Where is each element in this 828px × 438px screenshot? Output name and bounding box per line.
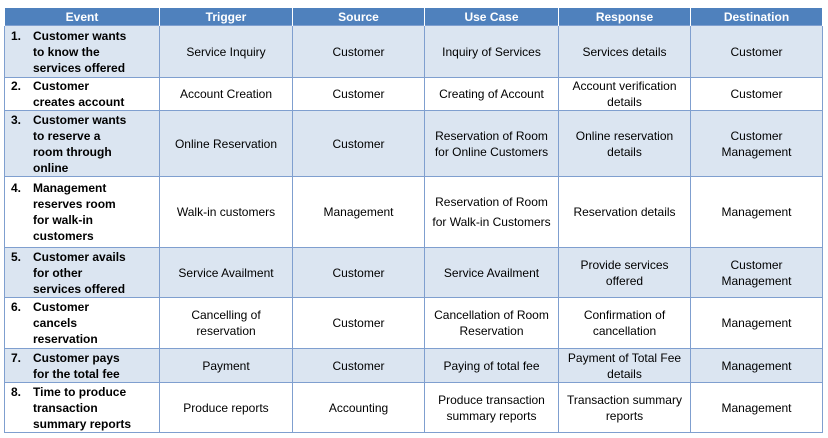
- table-row: 7. Customer pays for the total fee Paymen…: [4, 348, 823, 383]
- use-case-cell: Inquiry of Services: [424, 25, 559, 78]
- event-cell: 4. Management reserves room for walk-in c…: [4, 176, 160, 248]
- trigger-cell: Produce reports: [159, 382, 293, 433]
- header-trigger: Trigger: [159, 8, 293, 26]
- response-cell: Transaction summary reports: [558, 382, 691, 433]
- source-cell: Management: [292, 176, 425, 248]
- header-destination: Destination: [690, 8, 823, 26]
- trigger-cell: Payment: [159, 348, 293, 383]
- event-text: Customer wants to reserve a room through…: [33, 112, 127, 175]
- event-cell: 2. Customer creates account: [4, 77, 160, 111]
- destination-cell: Customer: [690, 77, 823, 111]
- row-number: 3.: [11, 112, 22, 127]
- source-cell: Customer: [292, 247, 425, 298]
- event-cell: 1. Customer wants to know the services of…: [4, 25, 160, 78]
- destination-cell: Management: [690, 176, 823, 248]
- event-text: Time to produce transaction summary repo…: [33, 384, 132, 431]
- table-row: 6. Customer cancels reservation Cancellin…: [4, 297, 823, 349]
- trigger-cell: Online Reservation: [159, 110, 293, 177]
- header-source: Source: [292, 8, 425, 26]
- event-text: Customer wants to know the services offe…: [33, 28, 127, 75]
- table-row: 3. Customer wants to reserve a room throu…: [4, 110, 823, 177]
- event-cell: 6. Customer cancels reservation: [4, 297, 160, 349]
- header-row: Event Trigger Source Use Case Response D…: [4, 8, 823, 26]
- row-number: 1.: [11, 28, 22, 43]
- event-cell: 3. Customer wants to reserve a room throu…: [4, 110, 160, 177]
- event-text: Customer creates account: [33, 79, 125, 109]
- event-text: Customer pays for the total fee: [33, 350, 120, 381]
- destination-cell: Customer Management: [690, 110, 823, 177]
- source-cell: Customer: [292, 110, 425, 177]
- trigger-cell: Cancelling of reservation: [159, 297, 293, 349]
- source-cell: Customer: [292, 25, 425, 78]
- header-response: Response: [558, 8, 691, 26]
- event-text: Customer avails for other services offer…: [33, 249, 126, 296]
- event-cell: 8. Time to produce transaction summary re…: [4, 382, 160, 433]
- use-case-cell: Reservation of Room for Online Customers: [424, 110, 559, 177]
- row-number: 2.: [11, 79, 22, 93]
- response-cell: Payment of Total Fee details: [558, 348, 691, 383]
- destination-cell: Management: [690, 348, 823, 383]
- destination-cell: Management: [690, 297, 823, 349]
- use-case-cell: Paying of total fee: [424, 348, 559, 383]
- table-row: 8. Time to produce transaction summary re…: [4, 382, 823, 433]
- destination-cell: Customer Management: [690, 247, 823, 298]
- response-cell: Account verification details: [558, 77, 691, 111]
- row-number: 5.: [11, 249, 22, 264]
- use-case-cell: Reservation of Room for Walk-in Customer…: [424, 176, 559, 248]
- response-cell: Provide services offered: [558, 247, 691, 298]
- event-cell: 7. Customer pays for the total fee: [4, 348, 160, 383]
- trigger-cell: Service Inquiry: [159, 25, 293, 78]
- use-case-cell: Cancellation of Room Reservation: [424, 297, 559, 349]
- trigger-cell: Walk-in customers: [159, 176, 293, 248]
- destination-cell: Management: [690, 382, 823, 433]
- table-row: 1. Customer wants to know the services of…: [4, 25, 823, 78]
- destination-cell: Customer: [690, 25, 823, 78]
- row-number: 6.: [11, 300, 22, 314]
- row-number: 8.: [11, 384, 22, 399]
- use-case-cell: Service Availment: [424, 247, 559, 298]
- response-cell: Services details: [558, 25, 691, 78]
- source-cell: Customer: [292, 297, 425, 349]
- source-cell: Customer: [292, 77, 425, 111]
- header-event: Event: [4, 8, 160, 26]
- response-cell: Confirmation of cancellation: [558, 297, 691, 349]
- row-number: 4.: [11, 181, 22, 195]
- source-cell: Customer: [292, 348, 425, 383]
- event-cell: 5. Customer avails for other services off…: [4, 247, 160, 298]
- use-case-cell: Creating of Account: [424, 77, 559, 111]
- table-row: 4. Management reserves room for walk-in c…: [4, 176, 823, 248]
- event-text: Management reserves room for walk-in cus…: [33, 181, 116, 243]
- row-number: 7.: [11, 350, 22, 365]
- header-use-case: Use Case: [424, 8, 559, 26]
- table-row: 2. Customer creates account Account Creat…: [4, 77, 823, 111]
- event-text: Customer cancels reservation: [33, 300, 98, 346]
- table-row: 5. Customer avails for other services off…: [4, 247, 823, 298]
- trigger-cell: Service Availment: [159, 247, 293, 298]
- response-cell: Online reservation details: [558, 110, 691, 177]
- trigger-cell: Account Creation: [159, 77, 293, 111]
- response-cell: Reservation details: [558, 176, 691, 248]
- use-case-cell: Produce transaction summary reports: [424, 382, 559, 433]
- source-cell: Accounting: [292, 382, 425, 433]
- event-table: Event Trigger Source Use Case Response D…: [4, 8, 823, 433]
